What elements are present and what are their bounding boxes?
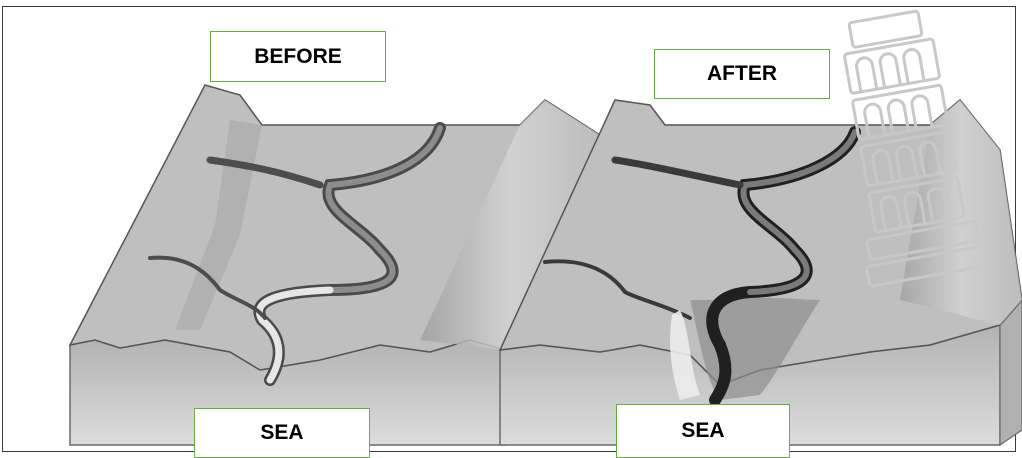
after-label: AFTER <box>654 49 830 99</box>
before-label: BEFORE <box>210 31 386 82</box>
sea-label-right: SEA <box>616 404 790 458</box>
sea-label-left: SEA <box>194 408 370 458</box>
